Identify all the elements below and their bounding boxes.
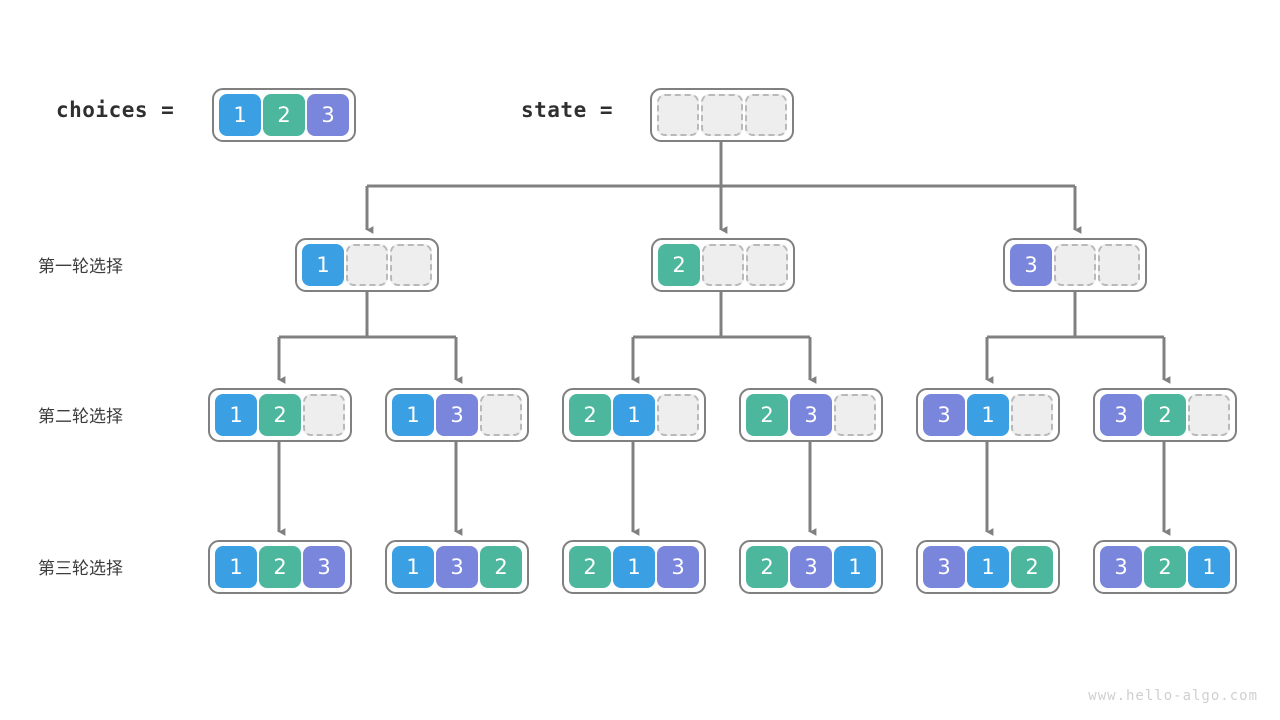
array-cell-value: 2 xyxy=(1144,394,1186,436)
array-cell-value: 2 xyxy=(569,394,611,436)
array-cell-empty xyxy=(346,244,388,286)
array-cell-value: 2 xyxy=(746,546,788,588)
row-label-level-1: 第一轮选择 xyxy=(38,257,123,276)
array-cell-value: 1 xyxy=(834,546,876,588)
array-cell-value: 1 xyxy=(215,546,257,588)
array-cell-empty xyxy=(1011,394,1053,436)
array-cell-value: 3 xyxy=(923,546,965,588)
array-cell-value: 3 xyxy=(1100,546,1142,588)
array-cell-value: 3 xyxy=(657,546,699,588)
array-cell-value: 1 xyxy=(1188,546,1230,588)
array-cell-value: 3 xyxy=(436,546,478,588)
array-cell-empty xyxy=(657,94,699,136)
array-cell-value: 3 xyxy=(303,546,345,588)
array-cell-value: 1 xyxy=(219,94,261,136)
choices-label: choices = xyxy=(56,98,175,122)
array-cell-empty xyxy=(702,244,744,286)
array-cell-empty xyxy=(657,394,699,436)
state-array-level-1-node-2: 2 xyxy=(651,238,795,292)
state-array-level-1-node-1: 1 xyxy=(295,238,439,292)
array-cell-value: 3 xyxy=(790,394,832,436)
array-cell-empty xyxy=(480,394,522,436)
array-cell-value: 1 xyxy=(967,394,1009,436)
array-cell-value: 3 xyxy=(307,94,349,136)
array-cell-value: 1 xyxy=(967,546,1009,588)
array-cell-value: 2 xyxy=(569,546,611,588)
watermark: www.hello-algo.com xyxy=(1088,688,1258,704)
array-cell-value: 3 xyxy=(1100,394,1142,436)
state-array-level-1-node-3: 3 xyxy=(1003,238,1147,292)
array-cell-empty xyxy=(834,394,876,436)
array-cell-empty xyxy=(701,94,743,136)
array-cell-value: 2 xyxy=(263,94,305,136)
array-cell-empty xyxy=(1188,394,1230,436)
row-label-level-3: 第三轮选择 xyxy=(38,559,123,578)
array-cell-empty xyxy=(745,94,787,136)
array-cell-empty xyxy=(303,394,345,436)
array-cell-value: 2 xyxy=(1011,546,1053,588)
array-cell-value: 1 xyxy=(215,394,257,436)
array-cell-value: 2 xyxy=(1144,546,1186,588)
array-cell-value: 3 xyxy=(1010,244,1052,286)
array-cell-value: 1 xyxy=(613,546,655,588)
array-cell-empty xyxy=(746,244,788,286)
array-cell-value: 1 xyxy=(302,244,344,286)
state-label: state = xyxy=(521,98,614,122)
array-cell-value: 1 xyxy=(392,394,434,436)
array-cell-empty xyxy=(390,244,432,286)
state-array xyxy=(650,88,794,142)
array-cell-value: 3 xyxy=(436,394,478,436)
array-cell-value: 3 xyxy=(790,546,832,588)
array-cell-value: 2 xyxy=(480,546,522,588)
array-cell-value: 2 xyxy=(259,546,301,588)
array-cell-value: 2 xyxy=(658,244,700,286)
array-cell-value: 3 xyxy=(923,394,965,436)
array-cell-empty xyxy=(1054,244,1096,286)
row-label-level-2: 第二轮选择 xyxy=(38,407,123,426)
array-cell-value: 1 xyxy=(613,394,655,436)
array-cell-value: 1 xyxy=(392,546,434,588)
array-cell-empty xyxy=(1098,244,1140,286)
array-cell-value: 2 xyxy=(746,394,788,436)
array-cell-value: 2 xyxy=(259,394,301,436)
